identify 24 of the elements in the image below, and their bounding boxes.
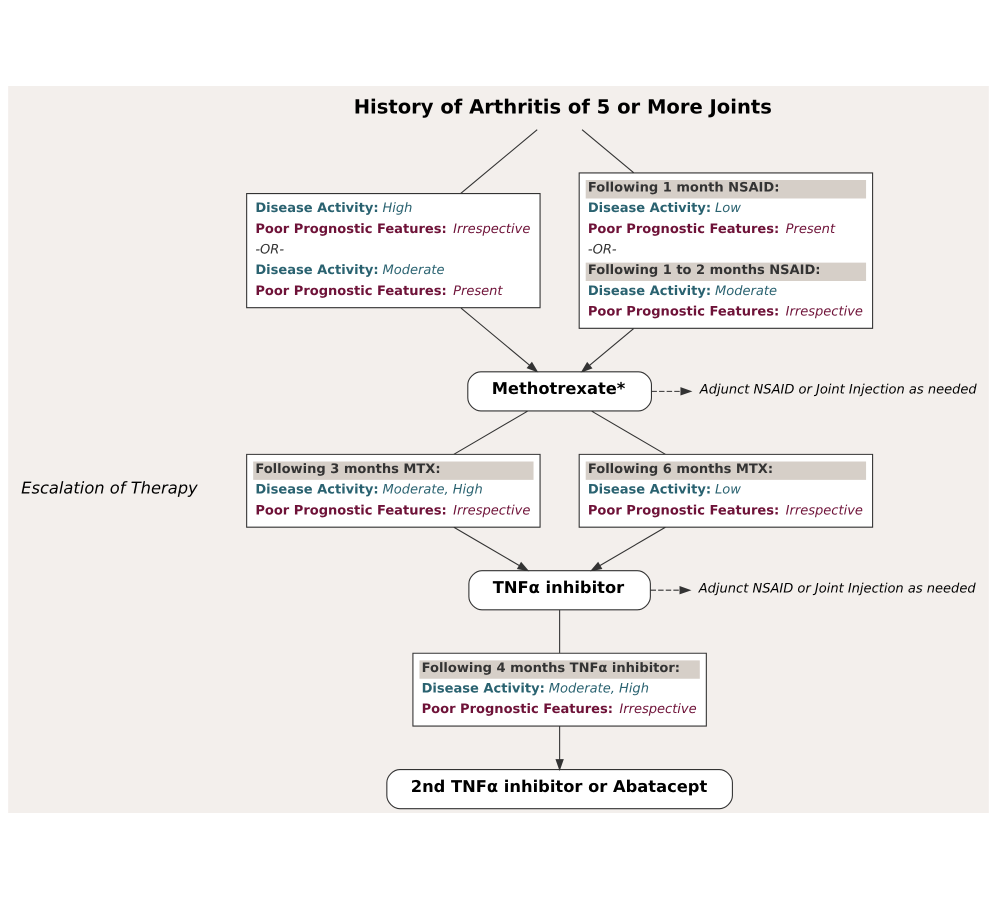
- connector: [559, 610, 560, 652]
- arrow: [651, 386, 692, 396]
- arrow: [555, 726, 564, 771]
- connector: [460, 128, 538, 194]
- arrow: [580, 328, 634, 372]
- node-box: Disease Activity: High Poor Prognostic Features: Irrespective -OR- Disease Activity: Moderate Poor Prognostic Features: Present: [246, 192, 541, 308]
- node-box: 2nd TNFα inhibitor or Abatacept: [386, 768, 733, 809]
- node-box: Following 6 months MTX: Disease Activity: Low Poor Prognostic Features: Irrespective: [578, 453, 874, 528]
- arrow: [650, 586, 692, 594]
- node-box: TNFα inhibitor: [468, 570, 651, 610]
- node-box: Following 1 month NSAID: Disease Activity: Low Poor Prognostic Features: Present -OR- Following 1 to 2 months NSAID: Disease Activity: Moderate Poor Prognostic Features: Irrespective: [578, 172, 874, 328]
- connector: [454, 410, 528, 454]
- arrow: [590, 526, 666, 571]
- connector: [591, 410, 666, 454]
- arrow: [454, 526, 530, 571]
- node-text: Adjunct NSAID or Joint Injection as needed: [698, 581, 976, 596]
- label: Escalation of Therapy: [21, 478, 198, 498]
- node-text: Adjunct NSAID or Joint Injection as needed: [700, 382, 977, 398]
- node-box: Methotrexate*: [467, 370, 652, 411]
- arrow: [460, 307, 538, 372]
- node-box: Following 3 months MTX: Disease Activity: Moderate, High Poor Prognostic Features: Irrespective: [246, 453, 541, 528]
- node-box: Following 4 months TNFα inhibitor: Disease Activity: Moderate, High Poor Prognostic Features: Irrespective: [412, 652, 707, 726]
- connector: [582, 128, 634, 173]
- node-text: History of Arthritis of 5 or More Joints: [354, 95, 772, 118]
